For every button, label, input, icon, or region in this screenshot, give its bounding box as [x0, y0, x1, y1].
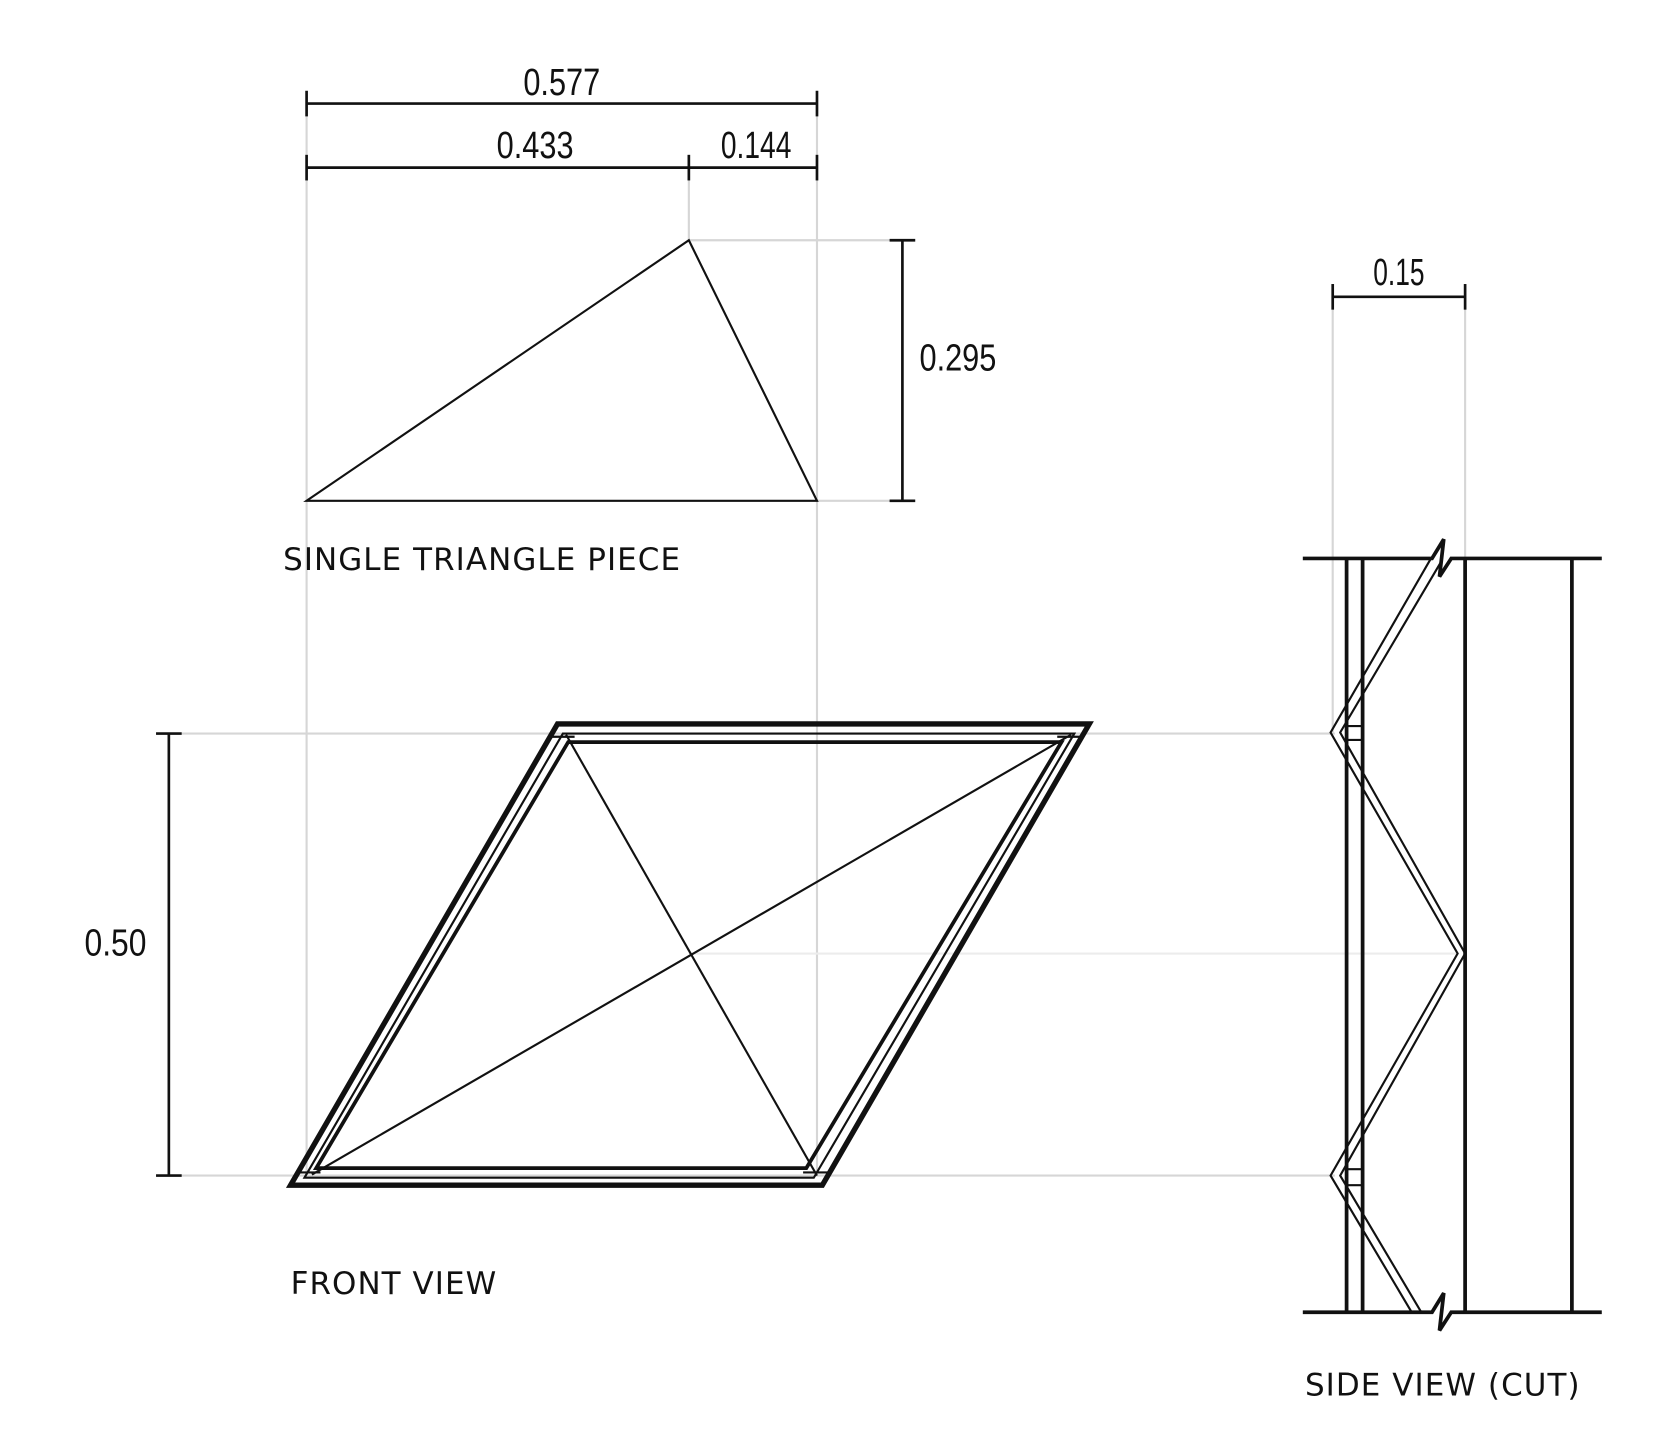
dimension-split-width: 0.433 0.144: [305, 124, 819, 181]
dim-height-text: 0.295: [919, 337, 996, 380]
triangle-shape: [303, 238, 819, 502]
dim-front-height-text: 0.50: [85, 922, 147, 965]
dimension-depth: 0.15: [1331, 251, 1467, 310]
dim-depth-text: 0.15: [1373, 251, 1424, 294]
cut-lines: [1302, 538, 1602, 1332]
zigzag-profile: [1329, 557, 1467, 1313]
dimension-front-height: 0.50: [85, 732, 182, 1177]
side-view-label: SIDE VIEW (CUT): [1305, 1368, 1581, 1404]
front-view-label: FRONT VIEW: [291, 1266, 498, 1302]
dim-total-width-text: 0.577: [523, 61, 600, 104]
triangle-piece-label: SINGLE TRIANGLE PIECE: [283, 542, 681, 578]
wall-layers: [1344, 558, 1574, 1313]
dim-right-width-text: 0.144: [721, 124, 791, 167]
side-view: 0.15 SIDE VIEW (CUT): [1302, 251, 1602, 1404]
dim-left-width-text: 0.433: [497, 124, 574, 167]
extension-lines: [157, 106, 1467, 1177]
dimension-total-width: 0.577: [305, 61, 819, 117]
triangle-piece: 0.577 0.433 0.144 0.295 SINGLE TRIANGLE …: [283, 61, 996, 578]
front-view: 0.50 FRONT VIEW: [85, 721, 1094, 1302]
diagonal-brace: [311, 733, 1072, 1176]
dimension-height: 0.295: [889, 238, 996, 503]
